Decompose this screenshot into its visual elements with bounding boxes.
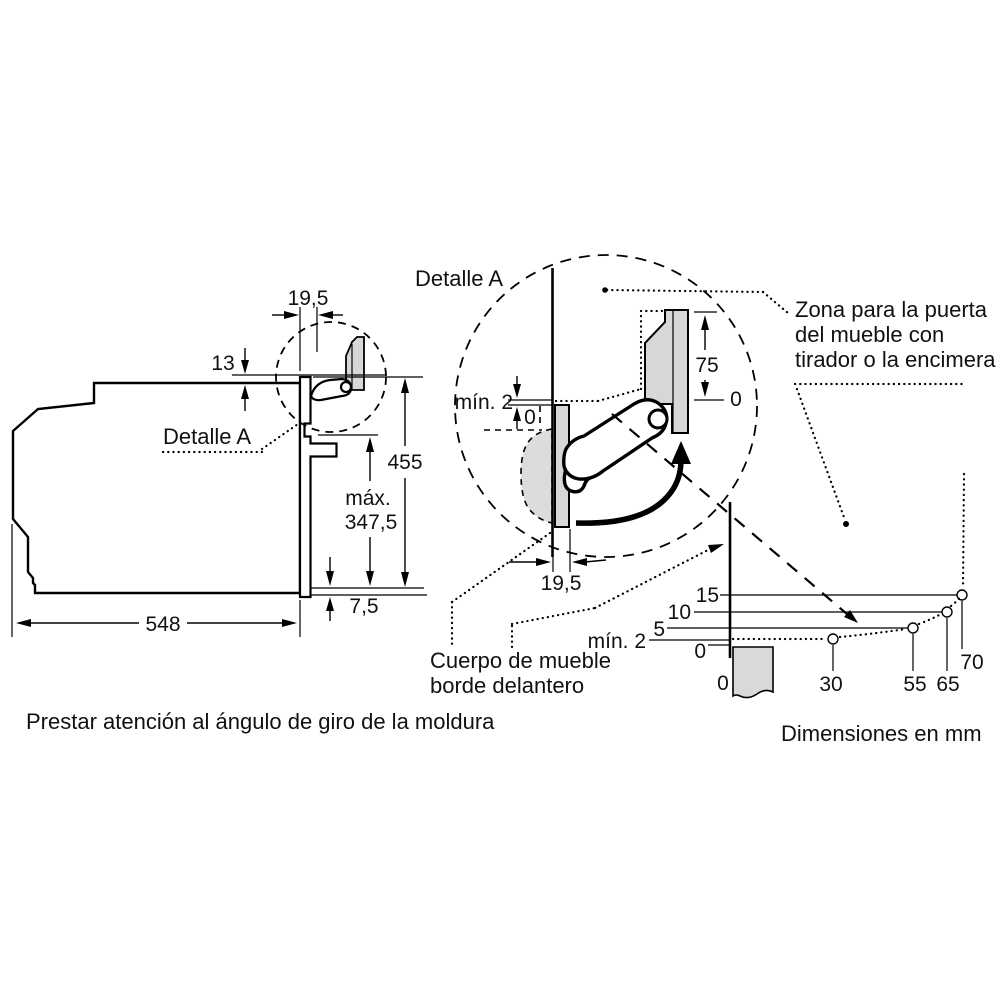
- graph-y-label-0: 0: [694, 640, 706, 663]
- furniture-door-panel: [554, 404, 570, 528]
- hinge-pivot: [647, 408, 669, 430]
- dim-zero-top: 0: [484, 406, 542, 431]
- leader-end-dot: [843, 521, 849, 527]
- furniture-door-alt-position: [520, 428, 553, 524]
- leader-start-dot: [602, 287, 608, 293]
- graph-x-label-30: 30: [819, 673, 842, 696]
- graph-x-label-65: 65: [936, 673, 959, 696]
- detail-boundary-circle: [454, 254, 758, 558]
- dim-height-value: 455: [387, 451, 422, 474]
- body-note-line1: Cuerpo de mueble: [430, 648, 611, 673]
- dim-top-gap: 19,5: [272, 287, 343, 371]
- curve-point-65-10: [941, 606, 953, 618]
- detail-title: Detalle A: [415, 266, 503, 291]
- dim-zero-top-value: 0: [524, 406, 536, 429]
- dim-panel-thickness-value: 19,5: [541, 572, 582, 595]
- zone-note-line3: tirador o la encimera: [795, 347, 996, 372]
- leader-arrowhead: [708, 544, 724, 553]
- zone-dashed-pointer: [611, 413, 858, 623]
- dim-zero-door-value: 0: [730, 388, 742, 411]
- dim-panel-thickness: 19,5: [509, 529, 607, 595]
- graph-x-label-0: 0: [717, 672, 729, 695]
- graph-y-label-15: 15: [696, 584, 719, 607]
- clearance-graph: 15 10 5 mín. 2 0 0 30 55 65 70: [588, 502, 984, 699]
- zone-note-line1: Zona para la puerta: [795, 297, 988, 322]
- curve-point-70-15: [956, 589, 968, 601]
- oven-side-view: 19,5 13 Detalle A 455: [11, 287, 427, 637]
- oven-outline: [11, 381, 302, 595]
- dim-bottom-gap-value: 7,5: [349, 595, 378, 618]
- dim-min-gap-value: mín. 2: [455, 391, 513, 414]
- dim-height: 455: [311, 376, 424, 589]
- dim-max-label: máx.: [345, 487, 391, 510]
- detail-a-label: Detalle A: [163, 424, 251, 449]
- body-note-line2: borde delantero: [430, 673, 584, 698]
- footer-note: Prestar atención al ángulo de giro de la…: [26, 709, 495, 734]
- units-note: Dimensiones en mm: [781, 721, 982, 746]
- detail-a-view: Detalle A: [415, 254, 858, 623]
- dim-top-gap-value: 19,5: [288, 287, 329, 310]
- zone-curve-segment: [838, 627, 908, 639]
- graph-y-label-min2: mín. 2: [588, 630, 646, 653]
- dim-bottom-gap: 7,5: [311, 557, 427, 621]
- clearance-zone-dotted-outline: [554, 309, 665, 403]
- zone-curve-segment: [917, 612, 943, 626]
- curve-point-55-5: [907, 622, 919, 634]
- hinge-arm: [562, 398, 669, 481]
- graph-y-label-10: 10: [668, 601, 691, 624]
- dim-depth: 548: [11, 524, 301, 637]
- body-annotation: Cuerpo de mueble borde delantero: [430, 531, 724, 698]
- dim-door-zone-value: 75: [695, 354, 718, 377]
- zone-annotation: Zona para la puerta del mueble con tirad…: [602, 287, 996, 590]
- dim-frame: 13: [211, 348, 387, 411]
- graph-y-label-5: 5: [653, 618, 665, 641]
- dim-max-handle-zone: máx. 347,5: [318, 434, 398, 586]
- graph-x-label-55: 55: [903, 673, 926, 696]
- detail-a-callout: Detalle A: [161, 422, 300, 454]
- door-swing-arrow: [575, 441, 691, 526]
- zone-curve-segment: [949, 596, 962, 608]
- curve-point-30-2: [827, 633, 839, 645]
- dim-max-value: 347,5: [345, 511, 398, 534]
- hinge-pivot-small: [339, 380, 353, 394]
- dim-depth-value: 548: [145, 613, 180, 636]
- zone-note-line2: del mueble con: [795, 322, 944, 347]
- dim-min-gap: mín. 2: [455, 376, 553, 429]
- furniture-body-block: [732, 646, 774, 699]
- dim-frame-value: 13: [211, 352, 234, 375]
- graph-x-label-70: 70: [960, 651, 983, 674]
- oven-front-panel: [298, 375, 338, 599]
- dim-door-zone: 75 0: [694, 311, 742, 411]
